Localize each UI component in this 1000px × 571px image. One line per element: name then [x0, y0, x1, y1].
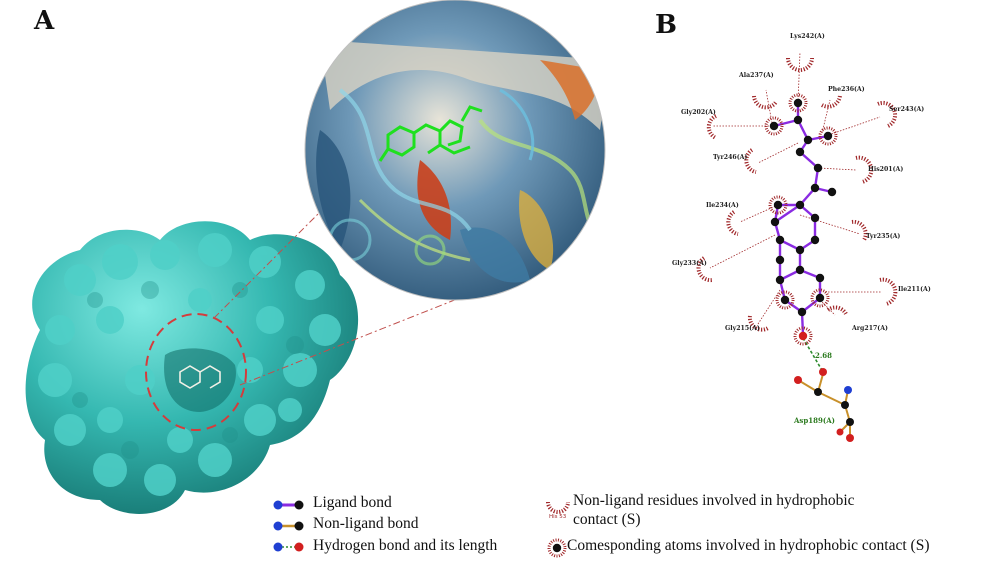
- zoom-ligand: [378, 105, 483, 162]
- zoom-inset: [304, 0, 606, 301]
- panel-label-a: A: [34, 6, 55, 36]
- legend-his53-text: His 53: [549, 514, 567, 520]
- residue-gly215: Gly215(A): [725, 325, 760, 332]
- legend-hbond-icon: [273, 542, 304, 552]
- legend-contact-atom-icon: [547, 538, 567, 558]
- residue-tyr235: Tyr235(A): [866, 233, 900, 240]
- protein-surface: [25, 221, 359, 514]
- residue-tyr246: Tyr246(A): [713, 154, 747, 161]
- legend-hydrophobic-residues-line1: Non-ligand residues involved in hydropho…: [573, 492, 855, 509]
- residue-gly233: Gly233(A): [672, 260, 707, 267]
- residue-lys242: Lys242(A): [790, 33, 825, 40]
- interaction-diagram: 2.68: [672, 33, 931, 442]
- residue-ser243: Ser243(A): [889, 106, 924, 113]
- residue-arg217: Arg217(A): [851, 325, 888, 332]
- residue-ile211: Ile211(A): [898, 286, 931, 293]
- residue-ala237: Ala237(A): [738, 72, 774, 79]
- hbond-length-label: 2.68: [815, 351, 832, 360]
- hydrophobic-arcs: [696, 57, 898, 332]
- legend-ligand-bond-label: Ligand bond: [313, 494, 392, 511]
- panel-label-b: B: [655, 10, 677, 40]
- pocket-ligand: [179, 365, 221, 389]
- residue-his201: His201(A): [868, 166, 903, 173]
- residue-ile234: Ile234(A): [706, 202, 739, 209]
- zoom-connector-bottom: [239, 281, 501, 386]
- hydrogen-bond: [802, 337, 824, 373]
- legend-ligand-bond-icon: [273, 500, 304, 510]
- legend-symbols: His 53: [273, 500, 570, 558]
- residue-phe236: Phe236(A): [828, 86, 865, 93]
- contact-lines: [709, 51, 882, 325]
- residue-labels: Lys242(A) Ala237(A) Phe236(A) Gly202(A) …: [672, 33, 931, 425]
- legend-hydrophobic-residues-line2: contact (S): [573, 511, 641, 528]
- legend-nonligand-bond-icon: [273, 521, 304, 531]
- ligand-atoms: [769, 98, 854, 442]
- legend-contact-atoms-label: Comesponding atoms involved in hydrophob…: [567, 537, 930, 554]
- binding-site-dashed-circle: [145, 313, 247, 431]
- legend-hbond-label: Hydrogen bond and its length: [313, 537, 498, 554]
- residue-asp189: Asp189(A): [793, 416, 835, 425]
- residue-gly202: Gly202(A): [681, 109, 716, 116]
- atom-halos: [764, 93, 838, 346]
- legend-nonligand-bond-label: Non-ligand bond: [313, 515, 419, 532]
- legend-hydrophobic-residue-icon: His 53: [546, 501, 570, 520]
